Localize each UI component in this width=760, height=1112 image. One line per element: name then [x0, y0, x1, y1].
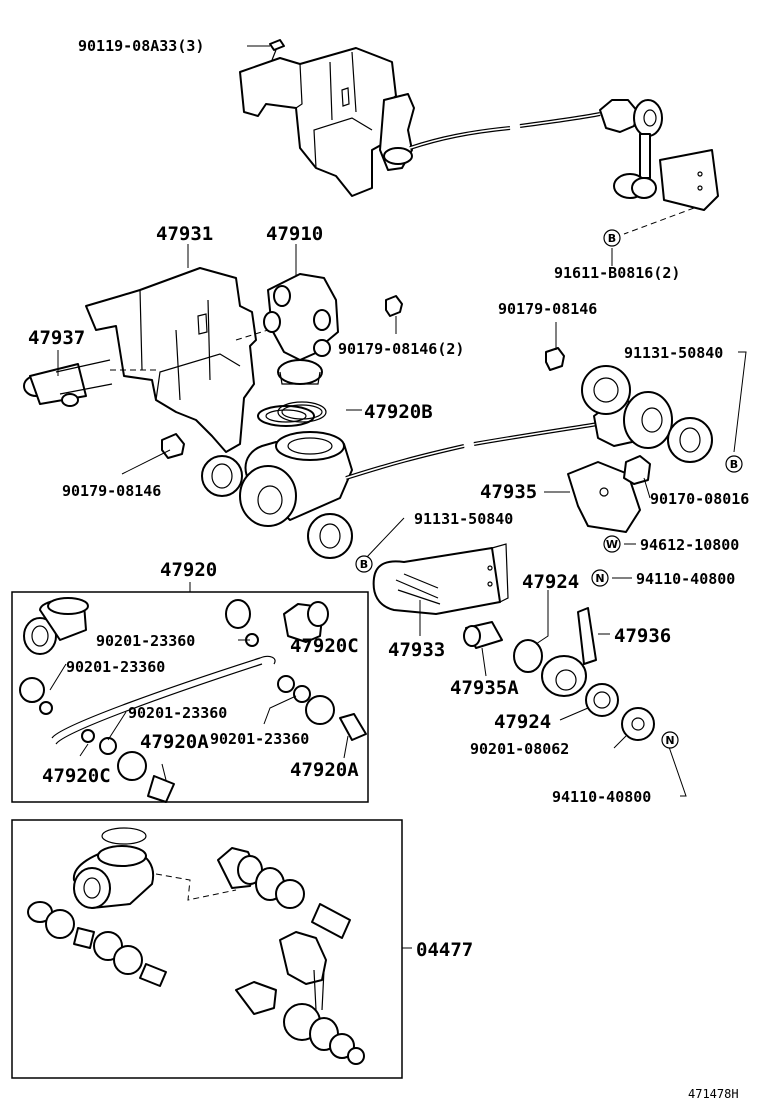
middle-bracket-and-valve — [23, 267, 565, 459]
label-47933: 47933 — [388, 639, 445, 661]
symbol-n-lower: N — [661, 731, 679, 749]
label-47920b: 47920B — [364, 401, 433, 423]
label-47924-lower: 47924 — [494, 711, 551, 733]
symbol-b-right: B — [725, 455, 743, 473]
label-47935a: 47935A — [450, 677, 519, 699]
symbol-b-top: B — [603, 229, 621, 247]
label-90201-23360-a: 90201-23360 — [96, 632, 195, 650]
svg-text:B: B — [360, 558, 368, 571]
label-94110-40800-upper: 94110-40800 — [636, 570, 735, 588]
label-47920c-lower: 47920C — [42, 765, 111, 787]
svg-text:N: N — [665, 734, 674, 747]
part-labels: 90119-08A33(3) 91611-B0816(2) 47931 4791… — [28, 37, 749, 1101]
label-90179-08146-top: 90179-08146 — [498, 300, 597, 318]
label-47931: 47931 — [156, 223, 213, 245]
top-height-control-valve-assembly — [239, 39, 719, 235]
symbol-n-upper: N — [591, 569, 609, 587]
kit-box-47920 — [11, 591, 369, 803]
label-90170-08016: 90170-08016 — [650, 490, 749, 508]
lever-and-link-parts — [372, 543, 655, 741]
label-47924-upper: 47924 — [522, 571, 579, 593]
label-04477: 04477 — [416, 939, 473, 961]
svg-text:W: W — [606, 538, 618, 551]
label-47920c-upper: 47920C — [290, 635, 359, 657]
label-94612-10800: 94612-10800 — [640, 536, 739, 554]
svg-text:N: N — [595, 572, 604, 585]
label-90201-23360-c: 90201-23360 — [128, 704, 227, 722]
label-47937: 47937 — [28, 327, 85, 349]
label-47910: 47910 — [266, 223, 323, 245]
label-91611-b0816: 91611-B0816(2) — [554, 264, 680, 282]
label-90179-08146-left: 90179-08146 — [62, 482, 161, 500]
svg-text:B: B — [608, 232, 616, 245]
label-90201-23360-b: 90201-23360 — [66, 658, 165, 676]
label-47920a-left: 47920A — [140, 731, 209, 753]
lower-valve-and-cable — [201, 365, 713, 559]
label-94110-40800-lower: 94110-40800 — [552, 788, 651, 806]
symbol-b-lever: B — [355, 555, 373, 573]
label-47935: 47935 — [480, 481, 537, 503]
label-90201-08062: 90201-08062 — [470, 740, 569, 758]
label-90201-23360-d: 90201-23360 — [210, 730, 309, 748]
label-90179-08146-2: 90179-08146(2) — [338, 340, 464, 358]
symbol-w: W — [603, 535, 621, 553]
label-91131-50840-right: 91131-50840 — [624, 344, 723, 362]
label-90119-08a33: 90119-08A33(3) — [78, 37, 204, 55]
label-47920a-right: 47920A — [290, 759, 359, 781]
kit-box-04477 — [11, 819, 403, 1079]
diagram-code: 471478H — [688, 1087, 739, 1101]
leader-lines — [49, 45, 747, 949]
label-47920: 47920 — [160, 559, 217, 581]
label-47936: 47936 — [614, 625, 671, 647]
svg-text:B: B — [730, 458, 738, 471]
label-91131-50840-mid: 91131-50840 — [414, 510, 513, 528]
